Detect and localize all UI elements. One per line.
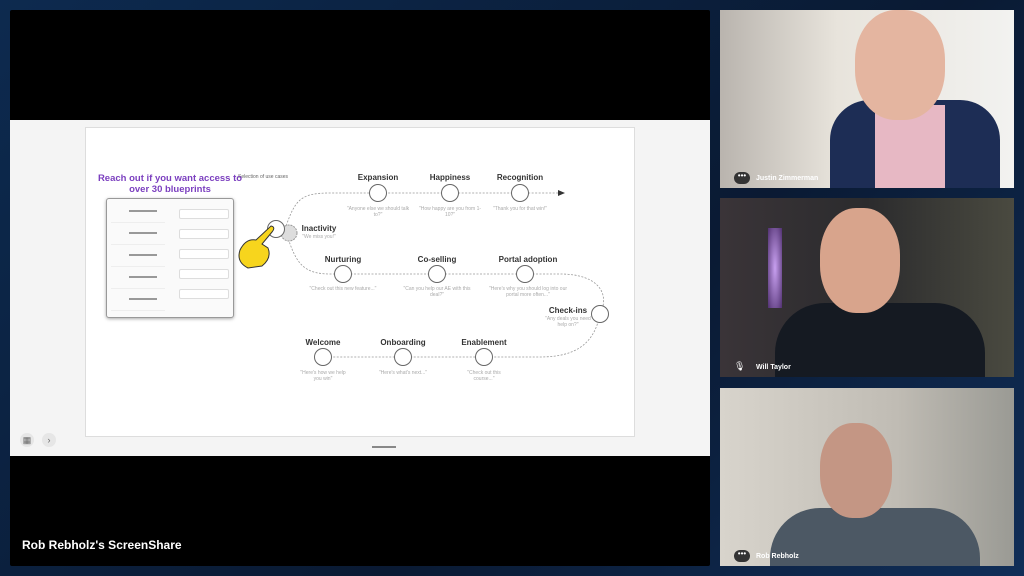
promo-text: Reach out if you want access to over 30 … — [97, 173, 243, 195]
pointing-hand-icon — [238, 225, 275, 269]
step-label: Recognition — [496, 173, 544, 182]
blueprint-preview-image — [106, 198, 234, 318]
participant-name: Justin Zimmerman — [756, 175, 819, 182]
participant-tile-will[interactable]: 🎙 Will Taylor — [720, 198, 1014, 377]
participant-name: Will Taylor — [756, 364, 791, 371]
step-node — [428, 265, 446, 283]
step-quote: "How happy are you from 1-10?" — [418, 206, 482, 218]
step-node — [511, 184, 529, 202]
step-quote: "Thank you for that win!" — [492, 206, 548, 212]
step-label: Inactivity — [301, 224, 337, 233]
step-node — [475, 348, 493, 366]
step-quote: "Here's how we help you win" — [300, 370, 346, 382]
slide-viewer: ▦ › — [10, 120, 710, 456]
step-label: Nurturing — [324, 255, 362, 264]
step-node — [369, 184, 387, 202]
more-options-icon[interactable]: ••• — [734, 172, 750, 184]
step-label: Onboarding — [380, 338, 426, 347]
step-node — [591, 305, 609, 323]
step-node — [394, 348, 412, 366]
step-node — [334, 265, 352, 283]
more-options-icon[interactable]: ••• — [734, 550, 750, 562]
step-quote: "Any deals you need help on?" — [545, 316, 591, 328]
step-quote: "We miss you!" — [302, 234, 336, 240]
step-label: Enablement — [461, 338, 507, 347]
step-label: Happiness — [429, 173, 471, 182]
slide-caption: Selection of use cases — [238, 174, 289, 180]
drag-handle[interactable] — [372, 446, 396, 448]
microphone-muted-icon: 🎙 — [734, 361, 746, 371]
step-label: Co-selling — [417, 255, 457, 264]
step-quote: "Can you help our AE with this deal?" — [403, 286, 471, 298]
step-label: Portal adoption — [498, 255, 558, 264]
step-label: Expansion — [357, 173, 399, 182]
step-node — [314, 348, 332, 366]
screenshare-label: Rob Rebholz's ScreenShare — [22, 538, 182, 552]
step-quote: "Check out this course..." — [467, 370, 501, 382]
participant-tile-rob[interactable]: ••• Rob Rebholz — [720, 388, 1014, 566]
step-quote: "Check out this new feature..." — [309, 286, 377, 292]
step-quote: "Here's why you should log into our port… — [488, 286, 568, 298]
participant-name: Rob Rebholz — [756, 553, 799, 560]
screenshare-tile[interactable]: ▦ › Rob Rebholz's ScreenShare — [10, 10, 710, 566]
step-quote: "Here's what's next..." — [378, 370, 428, 376]
step-label: Check-ins — [548, 306, 588, 315]
next-slide-button[interactable]: › — [42, 433, 56, 447]
grid-view-button[interactable]: ▦ — [20, 433, 34, 447]
step-node — [441, 184, 459, 202]
step-node — [516, 265, 534, 283]
step-quote: "Anyone else we should talk to?" — [346, 206, 410, 218]
participant-tile-justin[interactable]: ••• Justin Zimmerman — [720, 10, 1014, 188]
step-label: Welcome — [305, 338, 341, 347]
